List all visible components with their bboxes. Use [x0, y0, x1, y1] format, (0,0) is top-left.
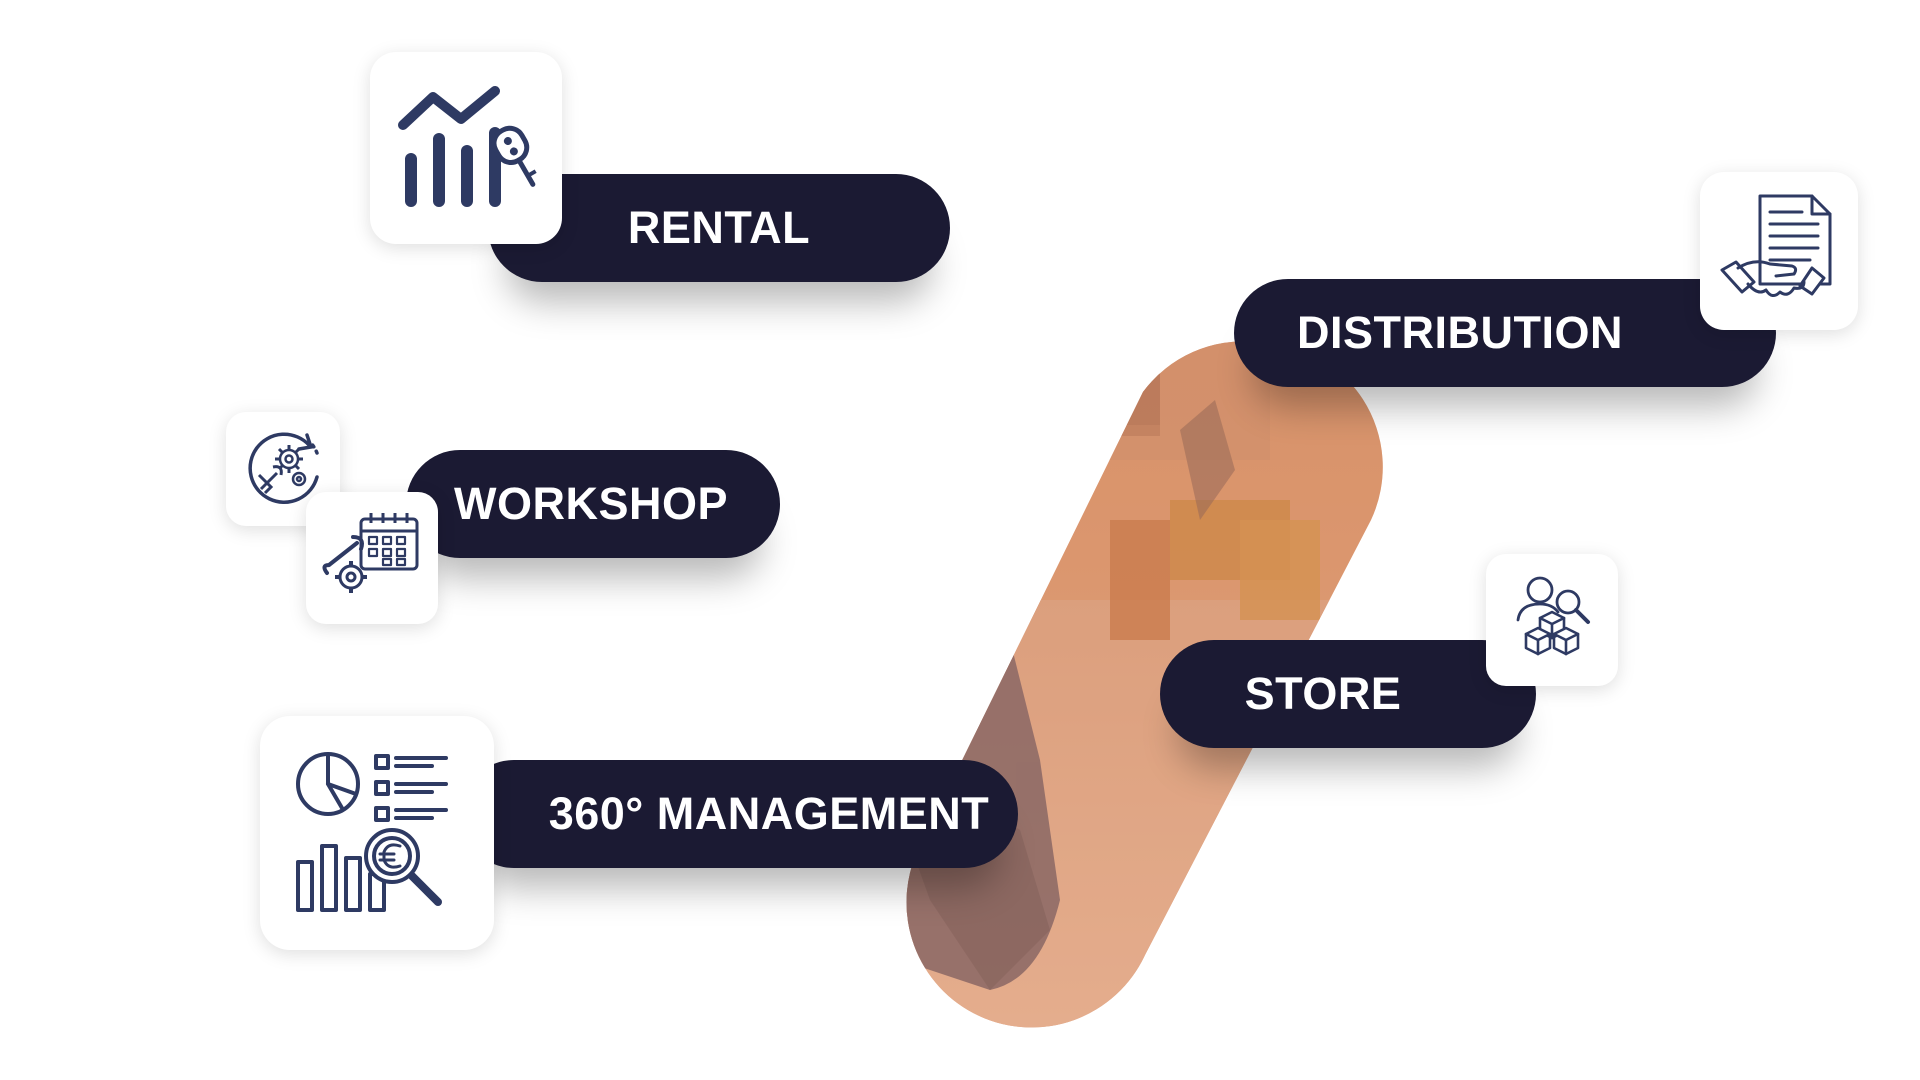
cycle-gears-wrench-icon [248, 432, 319, 504]
distribution-label: DISTRIBUTION [1234, 279, 1776, 387]
person-boxes-magnifier-icon [1516, 576, 1590, 656]
distribution-icon-card [1700, 172, 1858, 330]
rental-label: RENTAL [488, 174, 950, 282]
rental-icon-card [370, 52, 562, 244]
management-label: 360° MANAGEMENT [460, 760, 1018, 868]
workshop-label: WORKSHOP [406, 450, 780, 558]
workshop-icon-card-calendar [306, 492, 438, 624]
bar-chart-with-car-key-icon [398, 86, 537, 207]
management-icon-card [260, 716, 494, 950]
store-label: STORE [1160, 640, 1536, 748]
document-handshake-icon [1720, 194, 1832, 297]
store-icon-card [1486, 554, 1618, 686]
pie-chart-list-euro-magnifier-icon [296, 752, 448, 912]
calendar-wrench-gear-icon [322, 513, 419, 593]
